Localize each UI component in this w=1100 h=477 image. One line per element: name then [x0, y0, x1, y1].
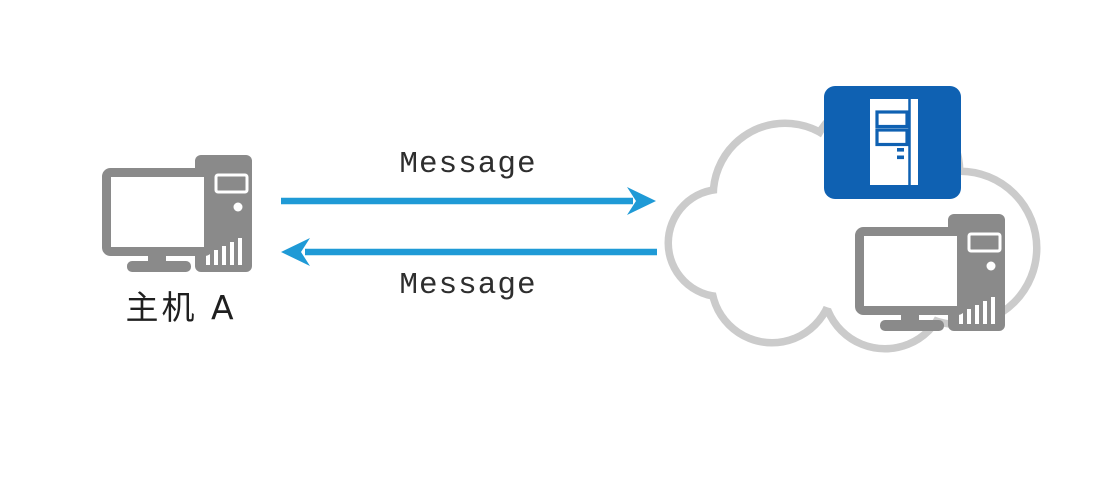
- host-a-label: 主机 A: [125, 288, 237, 327]
- arrow-left-icon: [281, 238, 657, 266]
- message-top-label: Message: [399, 147, 537, 182]
- cloud-computer-icon: [860, 214, 1006, 331]
- message-bottom-label: Message: [399, 268, 537, 303]
- host-a-computer-icon: [107, 155, 253, 272]
- arrow-right-icon: [281, 187, 656, 215]
- server-icon: [824, 86, 961, 199]
